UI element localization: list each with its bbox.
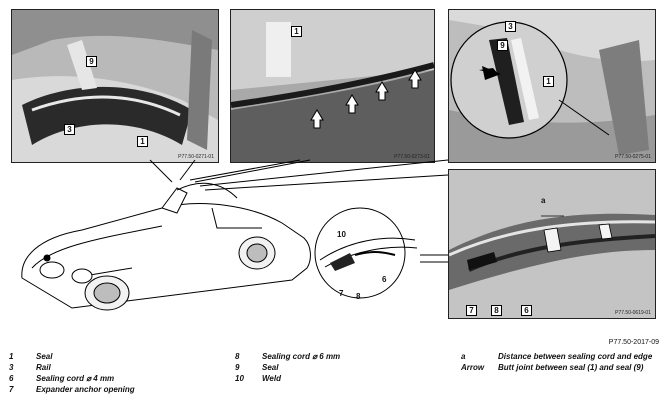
callout-6: 6 xyxy=(521,305,532,316)
legend-number: 9 xyxy=(235,363,240,372)
callout-8: 8 xyxy=(491,305,502,316)
legend-item: 9 Seal xyxy=(235,362,435,373)
legend-number: 3 xyxy=(9,363,14,372)
legend-number: 1 xyxy=(9,352,14,361)
callout-9: 9 xyxy=(86,56,97,67)
legend-text: Butt joint between seal (1) and seal (9) xyxy=(498,363,644,372)
legend-text: Distance between sealing cord and edge xyxy=(498,352,653,361)
sealing-cord-photo xyxy=(449,170,655,318)
panel-code: P77.50-0619-01 xyxy=(615,310,651,316)
magnifier-inset xyxy=(314,207,418,299)
legend-number: 7 xyxy=(9,385,14,394)
legend-text: Rail xyxy=(36,363,51,372)
seal-butt-joint-photo xyxy=(449,10,655,162)
legend-item: 6 Sealing cord ⌀ 4 mm xyxy=(9,373,209,384)
legend-item: 10 Weld xyxy=(235,373,435,384)
callout-1: 1 xyxy=(543,76,554,87)
legend-number: 10 xyxy=(235,374,244,383)
figure-reference: P77.50-2017-09 xyxy=(608,339,659,346)
legend-item: Arrow Butt joint between seal (1) and sea… xyxy=(461,362,661,373)
legend-number: 8 xyxy=(235,352,240,361)
legend-item: 8 Sealing cord ⌀ 6 mm xyxy=(235,351,435,362)
panel-code: P77.50-0273-01 xyxy=(394,154,430,160)
legend-number: a xyxy=(461,352,466,361)
callout-a: a xyxy=(541,196,546,205)
magnifier-callout-8: 8 xyxy=(356,292,361,301)
legend-item: a Distance between sealing cord and edge xyxy=(461,351,661,362)
callout-3: 3 xyxy=(64,124,75,135)
panel-code: P77.50-0275-01 xyxy=(615,154,651,160)
legend-number: 6 xyxy=(9,374,14,383)
roadster-car-illustration xyxy=(21,182,311,311)
legend-text: Sealing cord ⌀ 6 mm xyxy=(262,352,341,361)
panel-code: P77.50-0271-01 xyxy=(178,154,214,160)
legend-item: 7 Expander anchor opening xyxy=(9,384,209,395)
seal-rail-photo xyxy=(12,10,218,162)
panel-top-left: 9 3 1 P77.50-0271-01 xyxy=(11,9,219,163)
legend-item: 3 Rail xyxy=(9,362,209,373)
seal-installation-photo xyxy=(231,10,434,162)
callout-3: 3 xyxy=(505,21,516,32)
callout-1: 1 xyxy=(137,136,148,147)
legend-column-1: 1 Seal 3 Rail 6 Sealing cord ⌀ 4 mm 7 Expand… xyxy=(9,351,209,395)
legend-item: 1 Seal xyxy=(9,351,209,362)
legend-column-2: 8 Sealing cord ⌀ 6 mm 9 Seal 10 Weld xyxy=(235,351,435,384)
panel-top-middle: 1 P77.50-0273-01 xyxy=(230,9,435,163)
callout-7: 7 xyxy=(466,305,477,316)
panel-top-right: 3 9 1 P77.50-0275-01 xyxy=(448,9,656,163)
legend-text: Seal xyxy=(262,363,279,372)
legend-text: Sealing cord ⌀ 4 mm xyxy=(36,374,115,383)
legend-text: Expander anchor opening xyxy=(36,385,135,394)
legend-text: Weld xyxy=(262,374,281,383)
legend-text: Seal xyxy=(36,352,53,361)
legend-number: Arrow xyxy=(461,363,485,372)
magnifier-callout-6: 6 xyxy=(382,275,387,284)
panel-bottom-right: a 7 8 6 P77.50-0619-01 xyxy=(448,169,656,319)
callout-1: 1 xyxy=(291,26,302,37)
callout-9: 9 xyxy=(497,40,508,51)
magnifier-callout-7: 7 xyxy=(339,289,344,298)
magnifier-callout-10: 10 xyxy=(337,230,346,239)
